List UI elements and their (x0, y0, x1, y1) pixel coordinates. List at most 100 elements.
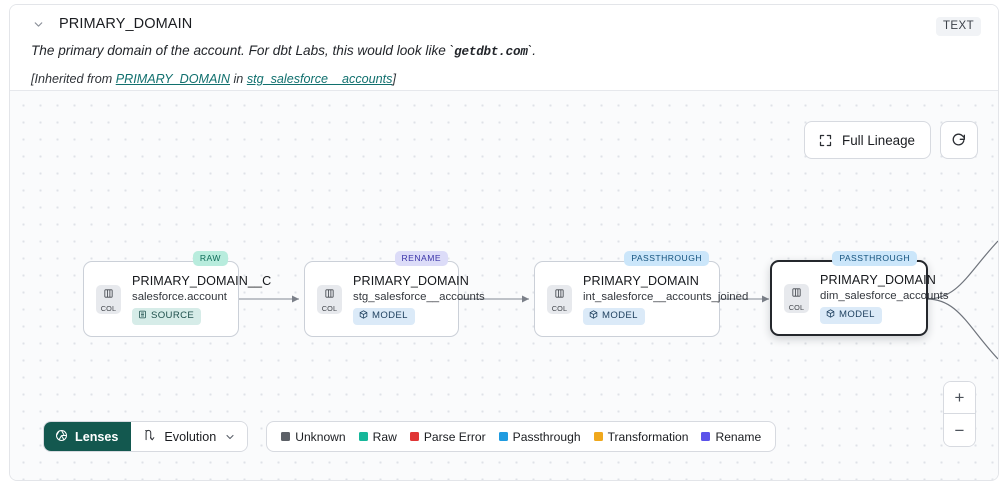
legend-label: Raw (372, 429, 397, 444)
lineage-edges (238, 240, 998, 360)
lineage-canvas[interactable]: Full Lineage + − (10, 91, 998, 480)
node-kind-label: MODEL (372, 310, 408, 321)
edge-out-upper (926, 240, 998, 300)
node-column-name: PRIMARY_DOMAIN (820, 272, 936, 287)
column-type-icon: COL (547, 284, 572, 314)
column-description: The primary domain of the account. For d… (31, 43, 536, 59)
node-column-name: PRIMARY_DOMAIN (353, 273, 469, 288)
legend-swatch (409, 432, 419, 441)
canvas-controls: Full Lineage (804, 121, 978, 159)
legend-label: Rename (715, 429, 762, 444)
column-type-label: COL (788, 302, 805, 312)
cube-icon (359, 309, 368, 322)
description-code: getdbt.com (454, 45, 528, 59)
expand-icon (818, 133, 833, 148)
lineage-node[interactable]: RAW COL PRIMARY_DOMAIN__C salesforce.acc… (83, 251, 271, 337)
description-suffix: `. (527, 43, 537, 58)
lineage-node-selected[interactable]: PASSTHROUGH COL PRIMARY_DOMAIN dim_sales… (770, 251, 949, 336)
cube-icon (826, 308, 835, 321)
database-icon (138, 310, 147, 322)
legend-swatch (701, 432, 711, 441)
page-title: PRIMARY_DOMAIN (59, 16, 193, 32)
column-type-label: COL (551, 303, 568, 313)
lineage-legend: Unknown Raw Parse Error Passthrough (266, 421, 777, 452)
legend-item: Transformation (593, 429, 689, 444)
node-table-name: salesforce.account (132, 290, 227, 303)
lenses-label: Lenses (75, 429, 119, 444)
node-column-name: PRIMARY_DOMAIN (583, 273, 699, 288)
node-table-name: dim_salesforce_accounts (820, 289, 949, 302)
lineage-node[interactable]: PASSTHROUGH COL PRIMARY_DOMAIN int_sales… (534, 251, 748, 337)
inherited-prefix: [Inherited from (31, 72, 116, 86)
node-table-name: int_salesforce__accounts_joined (583, 290, 749, 303)
refresh-icon (951, 132, 967, 148)
node-tag: PASSTHROUGH (832, 251, 917, 266)
node-kind-label: SOURCE (151, 310, 195, 321)
cube-icon (589, 309, 598, 322)
legend-swatch (498, 432, 508, 441)
legend-label: Parse Error (423, 429, 486, 444)
legend-label: Transformation (607, 429, 689, 444)
inherited-from-line: [Inherited from PRIMARY_DOMAIN in stg_sa… (31, 72, 396, 86)
chevron-down-icon[interactable] (31, 17, 45, 31)
column-type-label: COL (100, 303, 117, 313)
refresh-button[interactable] (940, 121, 978, 159)
aperture-icon (55, 429, 68, 445)
node-body: PRIMARY_DOMAIN dim_salesforce_accounts M… (820, 273, 949, 324)
lenses-button[interactable]: Lenses (44, 422, 132, 451)
lineage-node[interactable]: RENAME COL PRIMARY_DOMAIN stg_salesforce… (304, 251, 485, 337)
node-kind-badge: MODEL (583, 307, 645, 325)
description-text: The primary domain of the account. For d… (31, 43, 455, 58)
legend-label: Unknown (295, 429, 346, 444)
node-table-name: stg_salesforce__accounts (353, 290, 485, 303)
column-type-icon: COL (96, 284, 121, 314)
zoom-controls: + − (943, 381, 976, 447)
zoom-out-button[interactable]: − (944, 414, 975, 446)
full-lineage-button[interactable]: Full Lineage (804, 121, 931, 159)
legend-item: Parse Error (409, 429, 486, 444)
legend-swatch (593, 432, 603, 441)
node-body: PRIMARY_DOMAIN int_salesforce__accounts_… (583, 274, 748, 325)
legend-item: Passthrough (498, 429, 581, 444)
columns-icon (103, 286, 114, 304)
inherited-model-link[interactable]: stg_salesforce__accounts (246, 72, 393, 86)
inherited-mid: in (230, 72, 247, 86)
node-tag: RENAME (394, 251, 448, 266)
node-kind-badge: MODEL (820, 306, 882, 324)
column-detail-panel: PRIMARY_DOMAIN TEXT The primary domain o… (9, 4, 999, 481)
node-kind-label: MODEL (839, 309, 875, 320)
inherited-suffix: ] (392, 72, 396, 86)
columns-icon (554, 286, 565, 304)
node-tag: RAW (192, 251, 228, 266)
status-badge: TEXT (936, 17, 981, 36)
node-tag: PASSTHROUGH (624, 251, 709, 266)
full-lineage-label: Full Lineage (842, 132, 915, 148)
column-type-icon: COL (317, 284, 342, 314)
legend-swatch (358, 432, 368, 441)
node-kind-label: MODEL (602, 310, 638, 321)
zoom-in-button[interactable]: + (944, 382, 975, 414)
columns-icon (791, 285, 802, 303)
header-title-row: PRIMARY_DOMAIN (31, 16, 192, 32)
columns-icon (324, 286, 335, 304)
node-column-name: PRIMARY_DOMAIN__C (132, 273, 272, 288)
canvas-toolbar: Lenses Evolution U (43, 421, 777, 452)
column-type-icon: COL (784, 283, 809, 313)
legend-label: Passthrough (512, 429, 581, 444)
evolution-label: Evolution (164, 429, 217, 444)
column-type-label: COL (321, 303, 338, 313)
node-body: PRIMARY_DOMAIN stg_salesforce__accounts … (353, 274, 485, 325)
inherited-column-link[interactable]: PRIMARY_DOMAIN (115, 72, 230, 86)
chevron-down-icon (224, 431, 236, 443)
node-body: PRIMARY_DOMAIN__C salesforce.account SOU… (132, 274, 271, 325)
edge-out-lower (926, 298, 998, 360)
evolution-icon (142, 428, 156, 445)
legend-item: Raw (358, 429, 397, 444)
legend-item: Rename (701, 430, 761, 444)
legend-swatch (281, 432, 291, 441)
node-kind-badge: MODEL (353, 307, 415, 325)
evolution-dropdown[interactable]: Evolution (131, 422, 248, 451)
lenses-group: Lenses Evolution (43, 421, 249, 452)
panel-header: PRIMARY_DOMAIN TEXT The primary domain o… (10, 5, 998, 91)
